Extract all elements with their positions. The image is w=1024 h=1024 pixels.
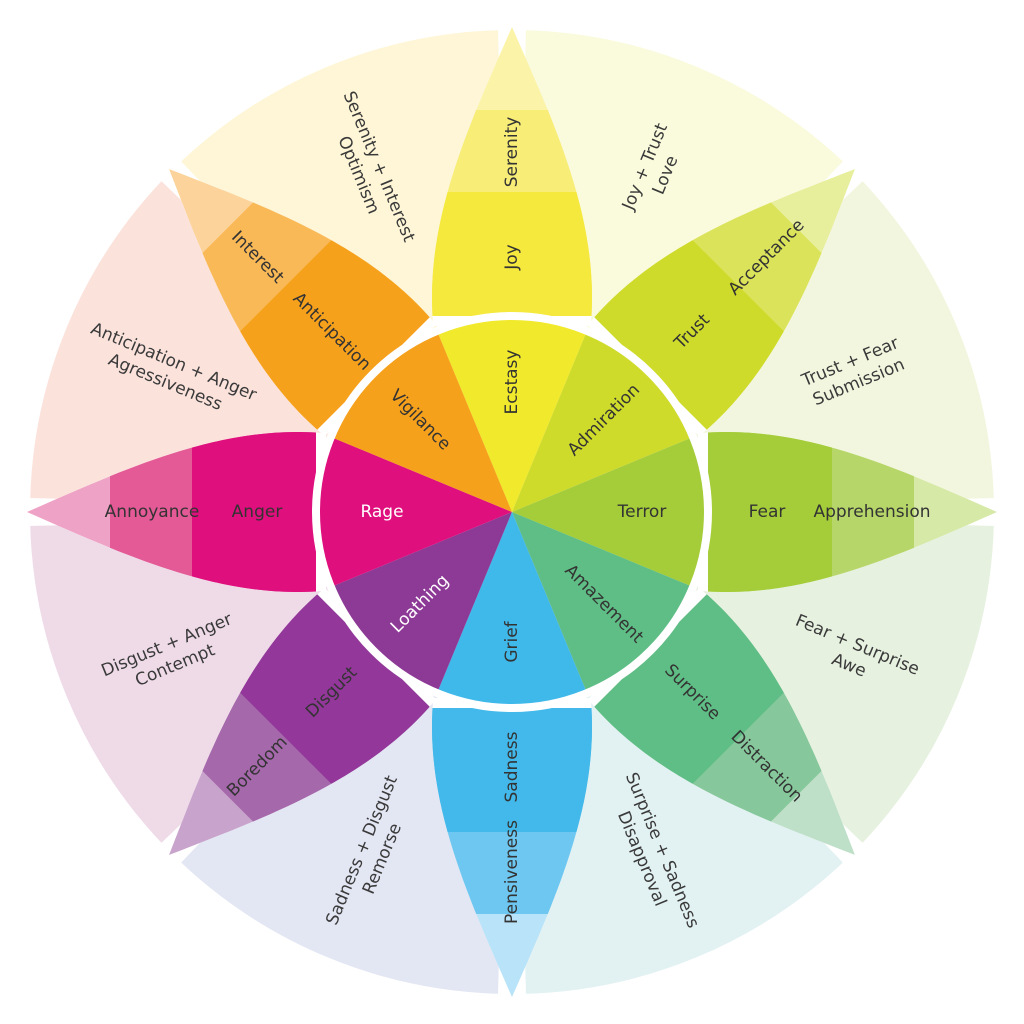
outer-label-pensiveness: Pensiveness: [502, 820, 522, 924]
core-label-ecstasy: Ecstasy: [502, 350, 522, 415]
petal-mid-band: [240, 240, 430, 430]
mid-label-fear: Fear: [749, 502, 786, 522]
core-label-rage: Rage: [360, 502, 403, 522]
core-label-terror: Terror: [617, 502, 667, 522]
core-label-grief: Grief: [502, 620, 522, 662]
petal-mid-band: [432, 708, 592, 832]
core-wedge-grief: [436, 512, 588, 708]
outer-label-annoyance: Annoyance: [105, 502, 200, 522]
core-wedge-terror: [512, 436, 708, 588]
petal-mid-band: [432, 192, 592, 316]
petal-mid-band: [192, 432, 316, 592]
petal-anger: [21, 432, 512, 592]
petal-mid-band: [594, 240, 784, 430]
core-wedge-ecstasy: [436, 316, 588, 512]
outer-label-apprehension: Apprehension: [813, 502, 930, 522]
mid-label-sadness: Sadness: [502, 731, 522, 802]
petal-mid-band: [708, 432, 832, 592]
petal-mid-band: [240, 594, 430, 784]
petal-trust: [512, 162, 862, 512]
emotion-petals: [21, 21, 1003, 1003]
petal-mid-band: [594, 594, 784, 784]
petal-sadness: [432, 512, 592, 1003]
petal-joy: [432, 21, 592, 512]
mid-label-anger: Anger: [232, 502, 283, 522]
outer-label-serenity: Serenity: [502, 117, 522, 188]
core-ring: [312, 312, 712, 712]
core-wedge-rage: [316, 436, 512, 588]
mid-label-joy: Joy: [502, 244, 522, 270]
petal-fear: [512, 432, 1003, 592]
